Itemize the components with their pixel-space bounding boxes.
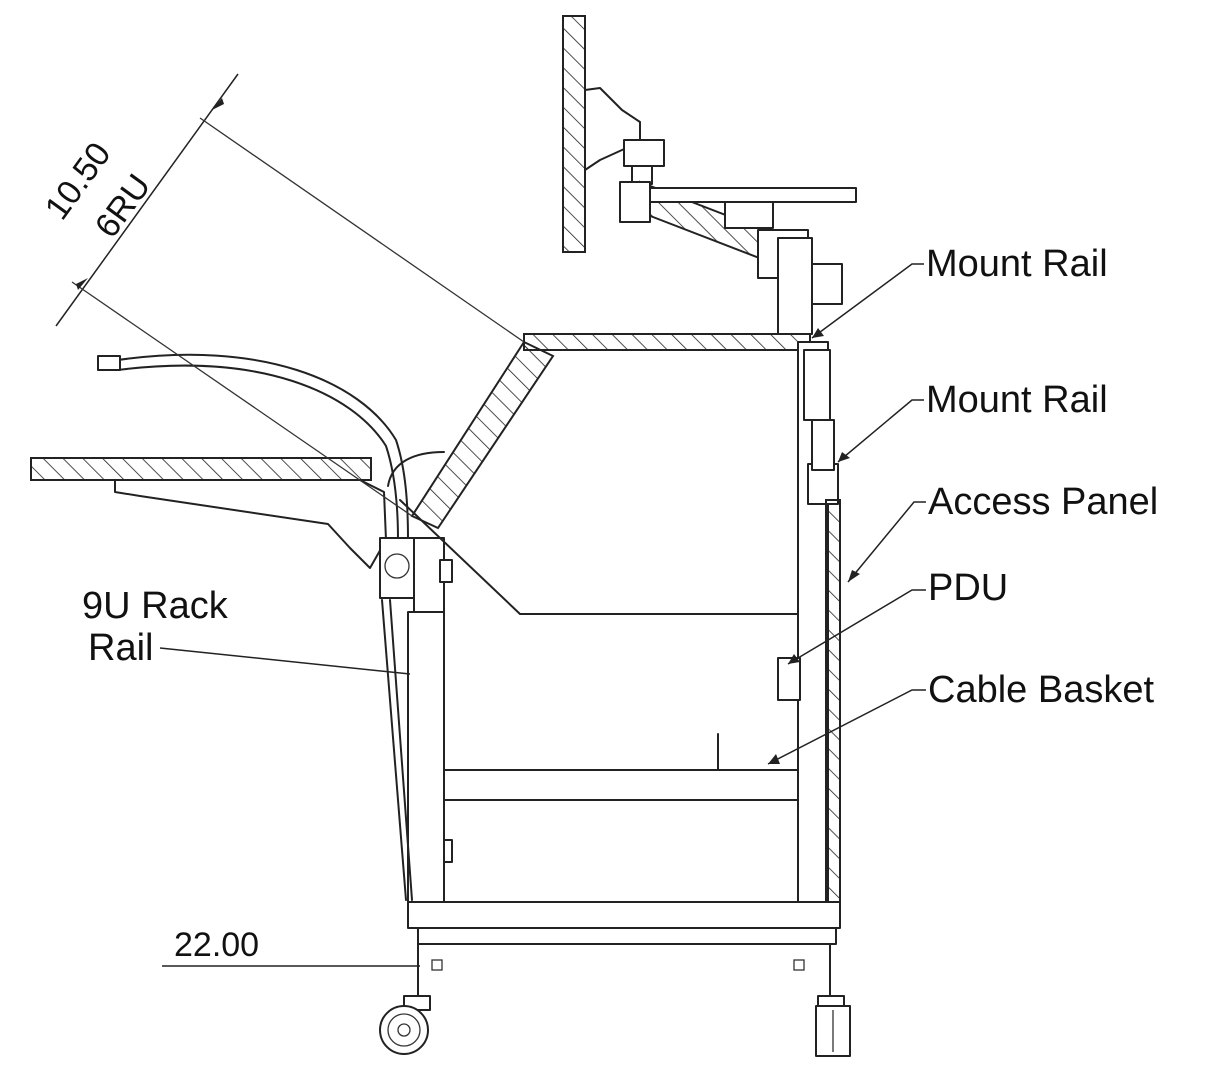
svg-text:Rail: Rail [88,627,153,669]
cabinet-frame [379,341,841,1001]
side-keyboard-shelf [30,457,372,481]
shelf-bracket [114,479,387,569]
pdu-unit [777,657,801,701]
callout-mount-rail-top: Mount Rail [811,243,1108,339]
monitor-panel [562,15,586,253]
svg-text:9U Rack: 9U Rack [82,585,229,627]
rack-rail [407,611,445,913]
base-frame [407,901,841,929]
depth-dimension: 22.00 [162,926,420,967]
rear-caster [815,995,851,1057]
callout-mount-rail-mid: Mount Rail [837,379,1108,463]
top-work-surface [523,333,811,351]
svg-text:Access Panel: Access Panel [928,481,1158,523]
cable-basket [717,733,797,771]
callout-cable-basket: Cable Basket [767,669,1154,765]
callout-rack-rail: 9U Rack Rail [82,585,411,675]
depth-dimension-value: 22.00 [174,926,259,964]
svg-text:Cable Basket: Cable Basket [928,669,1154,711]
lower-shelf-rail [443,769,799,801]
svg-text:PDU: PDU [928,567,1008,609]
cable [117,353,409,541]
callout-access-panel: Access Panel [847,481,1158,583]
svg-text:Mount Rail: Mount Rail [926,243,1108,285]
monitor-assembly [562,15,857,335]
height-dimension: 10.50 6RU [38,73,525,517]
svg-text:Mount Rail: Mount Rail [926,379,1108,421]
callout-pdu: PDU [787,567,1008,665]
bay-hinge [387,451,445,487]
monitor-pole [777,237,813,335]
front-caster [379,995,431,1055]
tilted-6ru-bay [410,340,555,530]
access-panel-plate [825,499,841,913]
keyboard-shelf-top [649,187,857,203]
